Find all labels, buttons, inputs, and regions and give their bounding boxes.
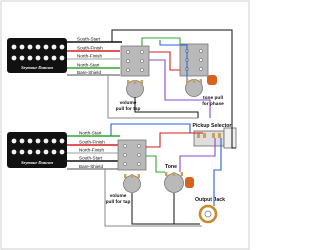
wire-top-volume-ground: [134, 97, 199, 118]
wire-top-phase: [149, 51, 180, 71]
pickup-brand-label: Seymour Duncan: [21, 160, 53, 165]
wire-ground-bus: [111, 29, 233, 118]
wire-selector-to-jack: [213, 138, 222, 206]
wire-top-to-selector: [149, 59, 211, 118]
output-jack-label: Output Jack: [195, 197, 225, 203]
lead-label: South-Finish: [79, 140, 105, 145]
volume-pot-top: volume pull for tap: [116, 45, 150, 112]
wiring-canvas: Seymour Duncan South-Start South-Finish …: [0, 0, 250, 250]
pole-pieces-row-1: [11, 44, 65, 50]
tone-pot-bottom: Tone: [164, 164, 194, 193]
wire-selector-to-tone: [179, 138, 216, 172]
pole-pieces-row-2: [11, 149, 65, 155]
push-pull-switch-body: [120, 45, 150, 77]
lead-label: North-Finish: [77, 54, 102, 59]
switch-lugs: [126, 50, 144, 72]
wire-bottom-phase: [146, 132, 203, 148]
pickup-selector: Pickup Selector: [193, 123, 237, 149]
wiring-diagram: Seymour Duncan South-Start South-Finish …: [0, 0, 250, 250]
wire-ground-bus-bottom: [231, 118, 236, 149]
lead-label: North-Finish: [79, 148, 104, 153]
volume-bottom-sub-label: pull for tap: [106, 199, 131, 205]
tone-top-label: tone pull: [203, 95, 223, 101]
pole-pieces-row-2: [11, 55, 65, 61]
pickup-neck-bottom: Seymour Duncan: [7, 132, 67, 168]
wire-top-link: [141, 37, 181, 46]
pot-lugs: [186, 79, 202, 83]
lead-label: Bare-Shield: [77, 70, 101, 75]
pot-body: [164, 173, 184, 193]
tone-capacitor: [207, 75, 217, 85]
tone-top-sub-label: for phase: [202, 101, 224, 107]
pickup-brand-label: Seymour Duncan: [21, 65, 53, 70]
switch-lugs: [123, 144, 141, 166]
selector-lugs: [197, 133, 221, 138]
lead-label: North-Start: [77, 63, 100, 68]
pot-body: [123, 175, 141, 193]
push-pull-switch-body: [117, 139, 147, 171]
volume-top-label: volume: [120, 100, 137, 106]
volume-top-sub-label: pull for tap: [116, 106, 141, 112]
wire-top-tone-feed: [159, 40, 188, 79]
push-pull-switch-body: [179, 43, 209, 77]
output-jack: Output Jack: [195, 197, 225, 224]
tone-bottom-label: Tone: [165, 164, 177, 170]
pot-lugs: [165, 172, 183, 176]
selector-toggle-tab: [223, 127, 237, 149]
wire-shield-ground: [104, 169, 202, 227]
lead-label: South-Start: [79, 156, 103, 161]
volume-pot-bottom: volume pull for tap: [106, 139, 147, 205]
pot-lugs: [127, 80, 143, 84]
lead-label: South-Finish: [77, 46, 103, 51]
pole-pieces-row-1: [11, 138, 65, 144]
pickup-selector-label: Pickup Selector: [193, 123, 232, 129]
lead-label: South-Start: [77, 37, 101, 42]
volume-bottom-label: volume: [110, 193, 127, 199]
pickup-bridge-top: Seymour Duncan: [7, 38, 67, 73]
jack-sleeve: [204, 210, 212, 218]
wire-bottom-tone-link: [146, 155, 165, 173]
wire-shield-top-ground: [107, 75, 198, 119]
wire-ground-to-jack: [131, 193, 200, 225]
pot-lugs: [124, 174, 140, 178]
lead-label: Bare-Shield: [79, 164, 103, 169]
tone-capacitor: [185, 177, 194, 188]
lead-label: North-Start: [79, 131, 102, 136]
